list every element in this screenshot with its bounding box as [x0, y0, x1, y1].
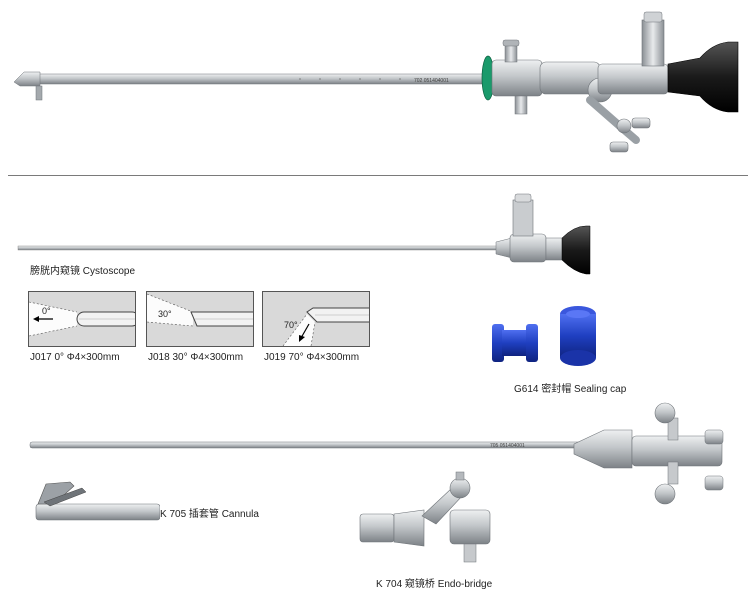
cystoscope-label: 膀胱内窥镜 Cystoscope — [30, 266, 136, 277]
endo-bridge-image — [359, 471, 491, 563]
lens-diagram-0 — [28, 291, 136, 347]
lens-caption-30: J018 30° Φ4×300mm — [148, 352, 244, 363]
endo-bridge-label: K 704 窥镜桥 Endo-bridge — [376, 579, 493, 590]
lens-caption-0: J017 0° Φ4×300mm — [30, 352, 120, 363]
sealing-cap-image — [492, 306, 596, 366]
lens-angle-70: 70° — [284, 320, 298, 330]
top-engraving: 702 051404001 — [414, 78, 449, 84]
cannula-scope-assembly: 705 051404001 — [29, 402, 724, 505]
cannula-engraving: 705 051404001 — [490, 443, 525, 449]
top-scope-assembly: 702 051404001 — [13, 11, 739, 153]
cannula-tip-image — [35, 481, 160, 521]
lens-diagram-30 — [146, 291, 254, 347]
lens-angle-0: 0° — [42, 306, 51, 316]
lens-caption-70: J019 70° Φ4×300mm — [264, 352, 360, 363]
cannula-label: K 705 插套管 Cannula — [160, 509, 259, 520]
cystoscope-eyepiece — [561, 225, 591, 275]
sheath-tip — [13, 71, 41, 87]
lens-angle-30: 30° — [158, 309, 172, 319]
cystoscope-telescope — [17, 193, 591, 275]
section-divider — [8, 175, 748, 176]
eyepiece — [667, 41, 739, 113]
sealing-cap-label: G614 密封帽 Sealing cap — [514, 384, 627, 395]
lens-diagram-70 — [262, 291, 370, 347]
